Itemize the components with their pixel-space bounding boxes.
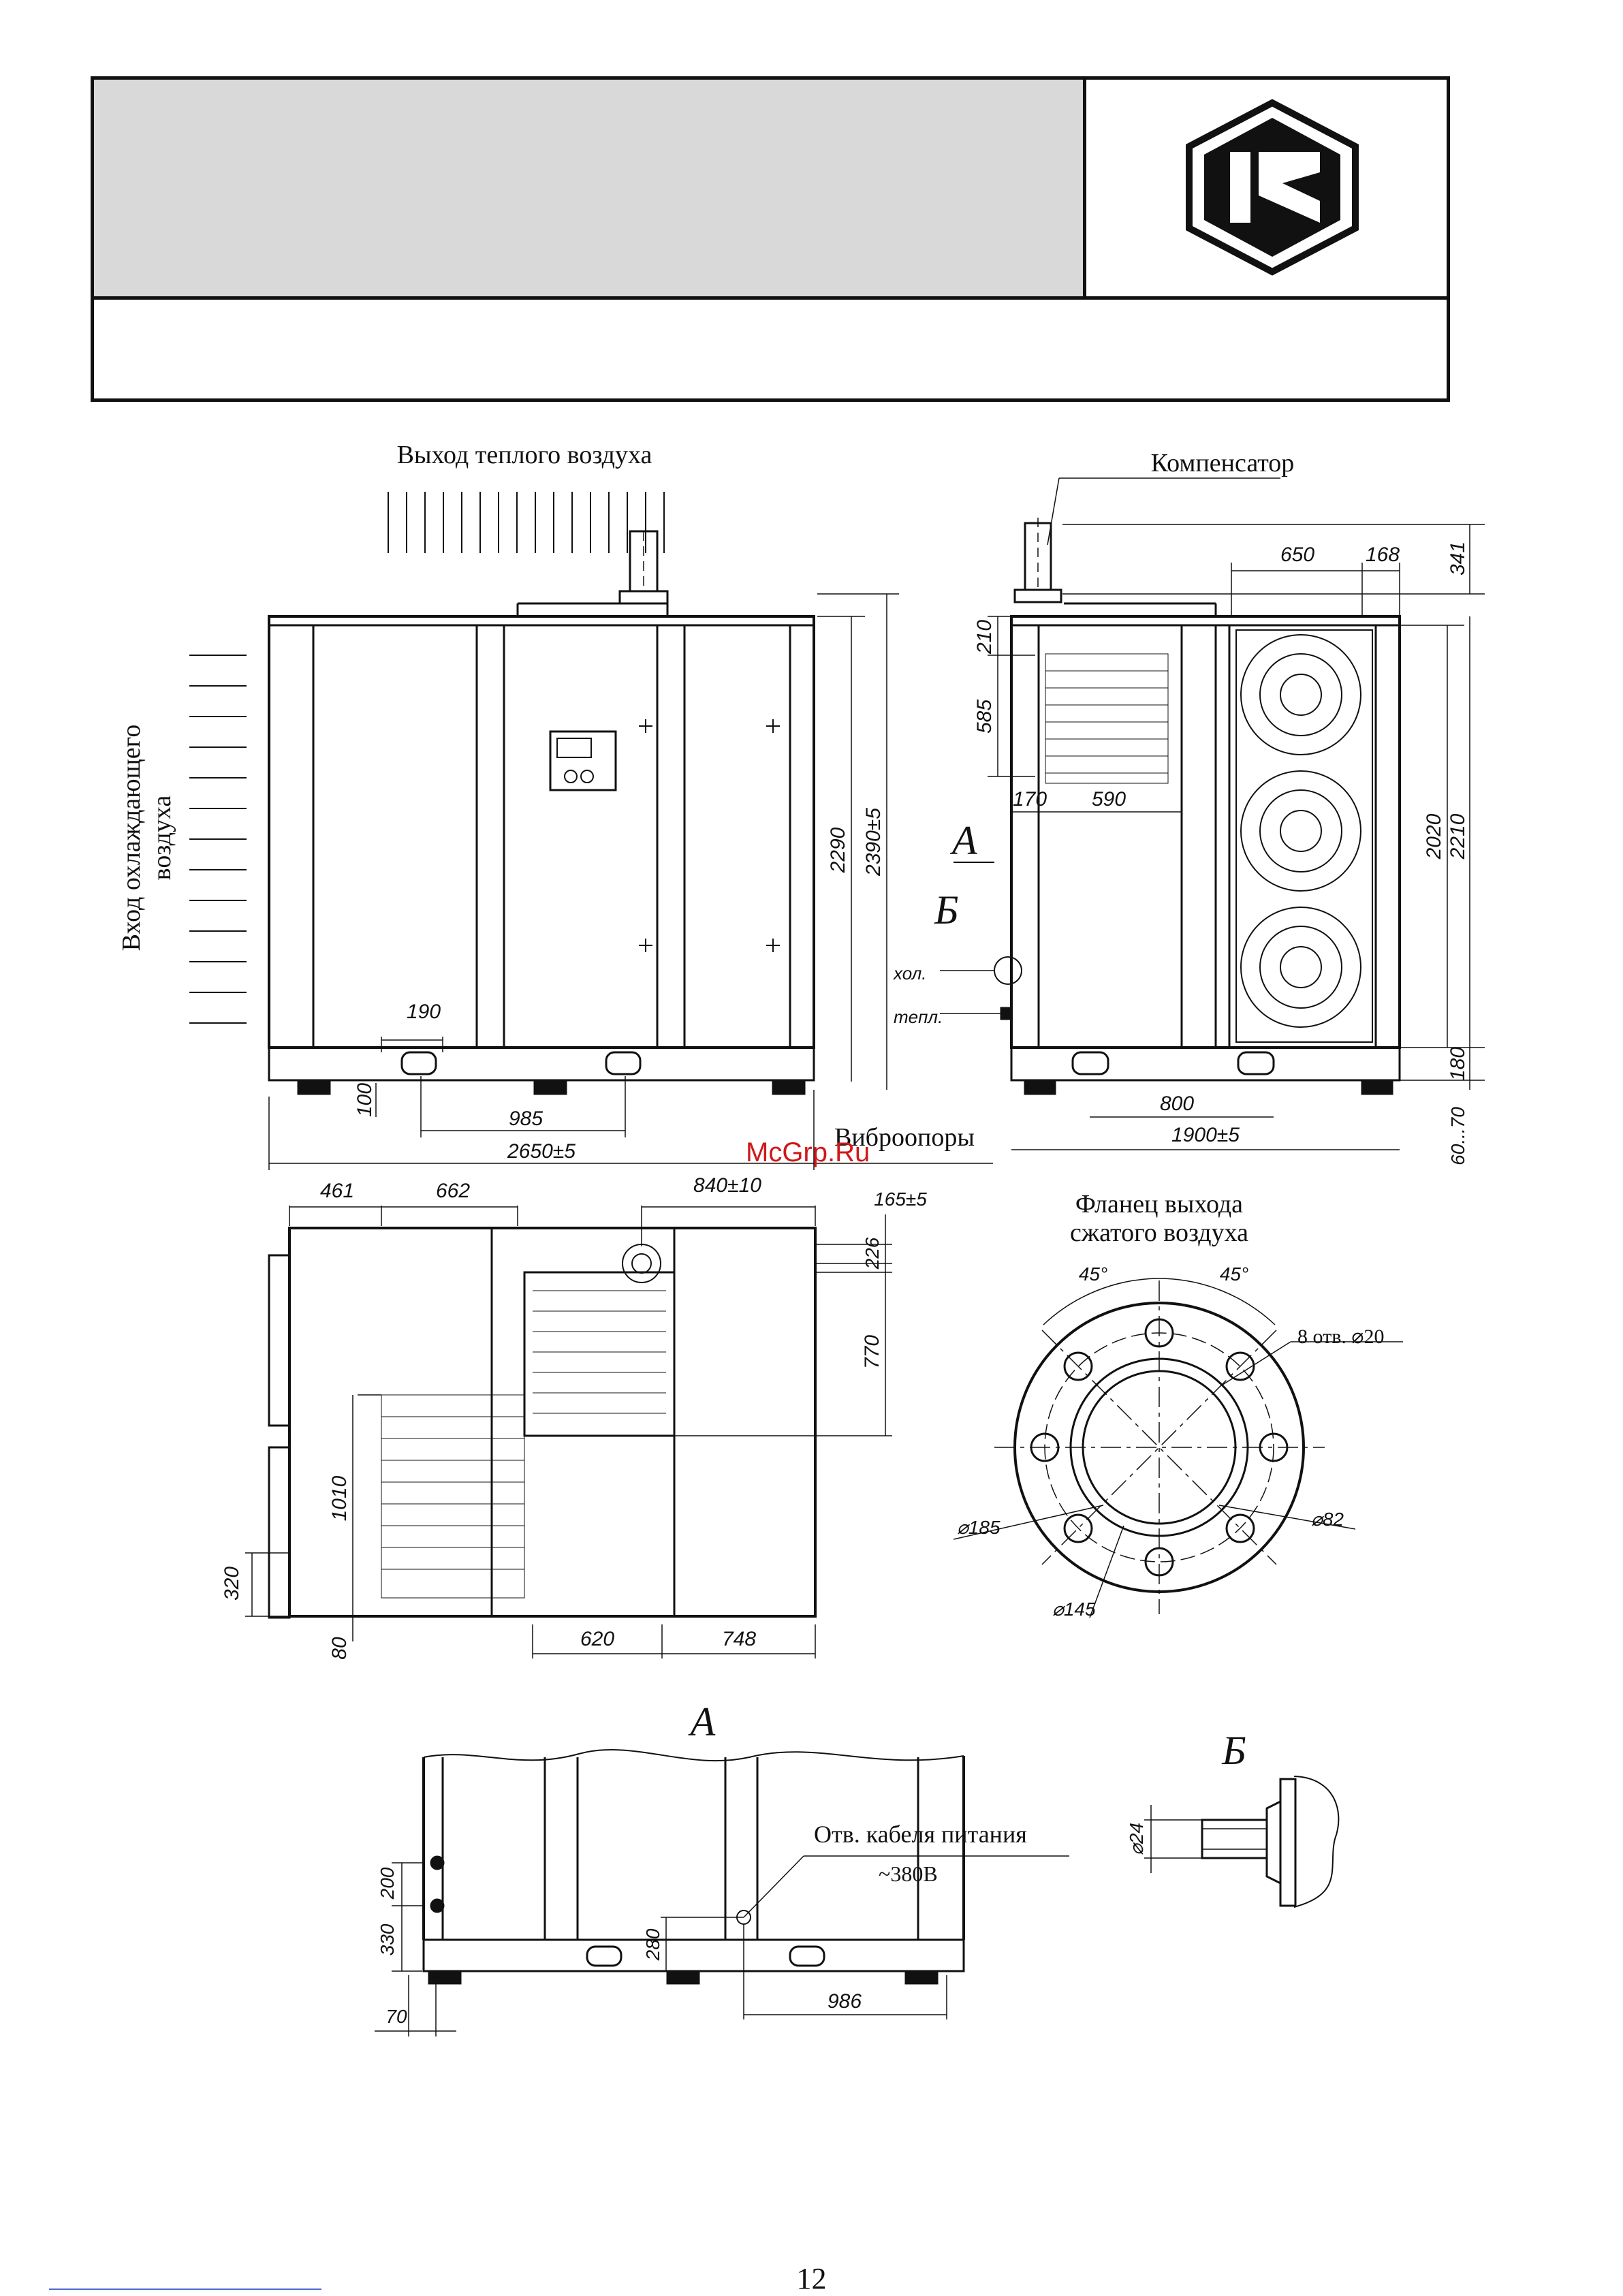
top-grille-upper [523, 1271, 676, 1437]
dim-side-585: 585 [973, 699, 996, 734]
dim-top-320: 320 [221, 1567, 243, 1601]
watermark-text: McGrp.Ru [746, 1137, 870, 1167]
flange-title-2: сжатого воздуха [1070, 1218, 1248, 1247]
flange-angle-right: 45° [1220, 1263, 1248, 1285]
cooling-air-arrows [189, 655, 247, 1024]
fitting-nipple [1201, 1819, 1268, 1859]
dim-top-80: 80 [328, 1637, 351, 1660]
dim-top-840: 840±10 [693, 1174, 761, 1197]
dim-side-2210: 2210 [1447, 813, 1469, 860]
compensator-label: Компенсатор [1151, 449, 1295, 477]
dim-side-800: 800 [1160, 1092, 1194, 1115]
dim-front-height-inner: 2290 [827, 827, 849, 873]
warm-air-arrows [388, 492, 665, 553]
view-b: Б ⌀24 [1126, 1728, 1340, 1908]
dim-side-180: 180 [1447, 1047, 1469, 1081]
header-title-cell [94, 80, 1086, 296]
control-panel [549, 730, 617, 791]
page-number: 12 [796, 2262, 827, 2295]
dim-a-330: 330 [377, 1923, 398, 1955]
dim-top-165: 165±5 [874, 1189, 927, 1210]
dim-top-770: 770 [861, 1335, 883, 1369]
dim-front-190: 190 [407, 1001, 441, 1023]
dim-top-620: 620 [580, 1628, 614, 1650]
dim-front-width-total: 2650±5 [507, 1140, 576, 1163]
flange-view: Фланец выхода сжатого воздуха 45° 45° [953, 1190, 1403, 1620]
dim-front-100: 100 [353, 1083, 376, 1117]
top-grille-lower [381, 1394, 525, 1599]
dim-side-2020: 2020 [1423, 813, 1445, 860]
view-b-d24: ⌀24 [1126, 1823, 1147, 1855]
side-grille [1045, 653, 1169, 784]
view-b-title: Б [1221, 1728, 1246, 1773]
header-divider [94, 296, 1447, 300]
hexagon-k-logo-icon [1186, 99, 1359, 276]
warm-air-outlet-label: Выход теплого воздуха [397, 441, 652, 469]
footer-link-line[interactable] [49, 2289, 321, 2290]
side-view: Компенсатор [892, 449, 1485, 1165]
dim-side-1900: 1900±5 [1171, 1124, 1240, 1146]
top-body [288, 1227, 817, 1618]
dim-side-170: 170 [1013, 788, 1047, 811]
dim-front-985: 985 [509, 1107, 543, 1130]
dim-top-1010: 1010 [328, 1475, 351, 1521]
dim-top-662: 662 [436, 1180, 470, 1202]
flange-angle-left: 45° [1079, 1263, 1107, 1285]
dim-top-461: 461 [320, 1180, 354, 1202]
front-view: Выход теплого воздуха Вход охлаждающего … [117, 441, 993, 1170]
front-body [268, 615, 815, 1049]
flange-title-1: Фланец выхода [1075, 1190, 1243, 1218]
dim-side-341: 341 [1447, 541, 1469, 576]
view-a: А [375, 1699, 1069, 2036]
cooling-air-inlet-label-2: воздуха [148, 796, 176, 881]
vibration-mounts-label: Виброопоры [834, 1123, 975, 1152]
dim-side-168: 168 [1366, 544, 1400, 566]
dim-side-210: 210 [973, 620, 996, 655]
dim-side-60-70: 60...70 [1447, 1107, 1468, 1165]
dim-a-200: 200 [377, 1867, 398, 1900]
flange-d145: ⌀145 [1052, 1599, 1096, 1620]
dim-side-650: 650 [1280, 544, 1314, 566]
dim-front-height-total: 2390±5 [862, 808, 885, 877]
view-a-marker: А [949, 818, 977, 863]
view-b-marker: Б [934, 887, 958, 932]
fan-grille [1235, 629, 1373, 1043]
cable-label-2: ~380В [879, 1861, 938, 1886]
flange-holes: 8 отв. ⌀20 [1297, 1325, 1384, 1348]
cable-label-1: Отв. кабеля питания [814, 1821, 1027, 1848]
header-frame [91, 76, 1450, 402]
flange-d185: ⌀185 [957, 1517, 1000, 1538]
dim-a-280: 280 [642, 1928, 663, 1961]
dim-side-590: 590 [1092, 788, 1126, 811]
view-a-title: А [688, 1699, 716, 1744]
cooling-air-inlet-label-1: Вход охлаждающего [117, 725, 146, 952]
dim-top-226: 226 [862, 1237, 883, 1270]
dim-top-748: 748 [722, 1628, 756, 1650]
warm-label: тепл. [894, 1007, 943, 1027]
top-flange [622, 1244, 661, 1283]
cold-label: хол. [892, 963, 926, 984]
flange-d82: ⌀82 [1311, 1509, 1344, 1530]
dim-a-986: 986 [828, 1990, 862, 2013]
top-view: 461 662 840±10 165±5 226 770 1010 320 80… [221, 1174, 927, 1660]
dim-a-70: 70 [385, 2006, 407, 2027]
